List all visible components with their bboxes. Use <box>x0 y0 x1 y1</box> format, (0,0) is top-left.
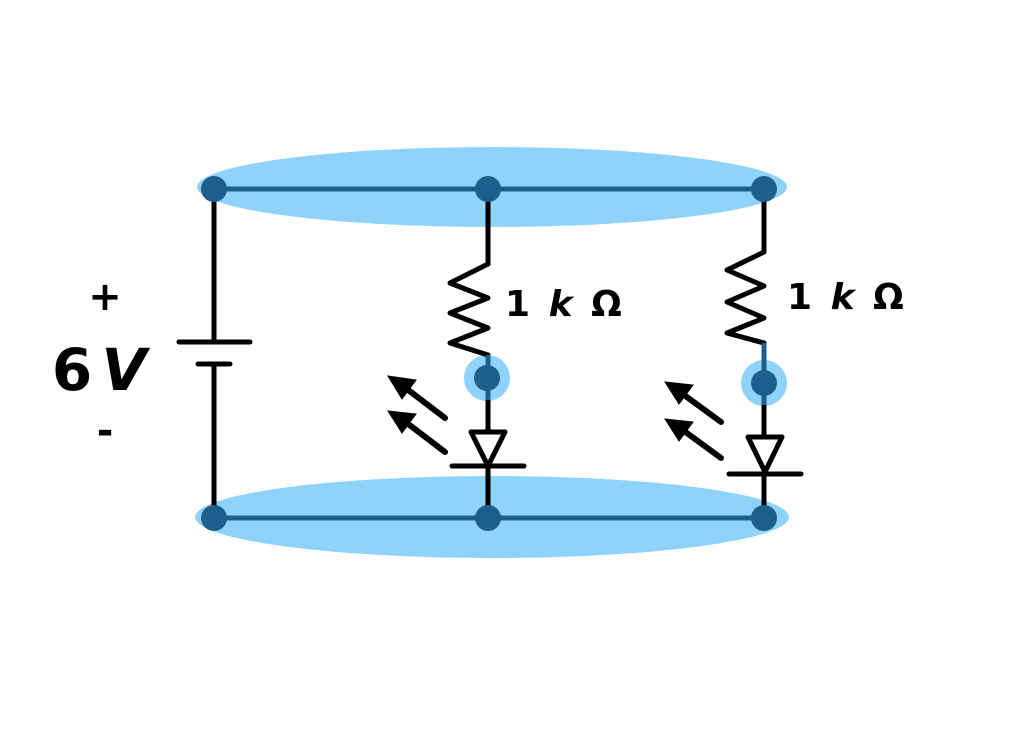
resistor-2-zigzag <box>724 249 767 346</box>
led-2-light-arrows-icon <box>664 381 724 461</box>
resistor-1-label: 1 k Ω <box>505 284 622 325</box>
node-dot-top-middle <box>475 176 501 202</box>
resistor-1-zigzag <box>447 261 491 358</box>
led-1-triangle <box>468 429 508 469</box>
resistor-2-label: 1 k Ω <box>787 277 904 318</box>
node-dot-top-right <box>751 176 777 202</box>
led-2-triangle <box>745 434 785 475</box>
node-dot-led-1-anode <box>474 365 500 391</box>
node-dot-top-left <box>201 176 227 202</box>
node-dots <box>201 176 777 531</box>
branch-1 <box>447 186 527 521</box>
minus-sign-label: - <box>97 408 114 454</box>
battery-branch <box>176 186 253 521</box>
node-dot-led-2-anode <box>751 370 777 396</box>
voltage-unit-label: V <box>102 336 151 404</box>
node-dot-bottom-left <box>201 505 227 531</box>
plus-sign-label: + <box>88 274 122 320</box>
led-1-light-arrows-icon <box>387 375 448 455</box>
branch-2 <box>724 186 804 521</box>
node-dot-bottom-middle <box>475 505 501 531</box>
voltage-number-label: 6 <box>52 336 92 404</box>
node-dot-bottom-right <box>751 505 777 531</box>
